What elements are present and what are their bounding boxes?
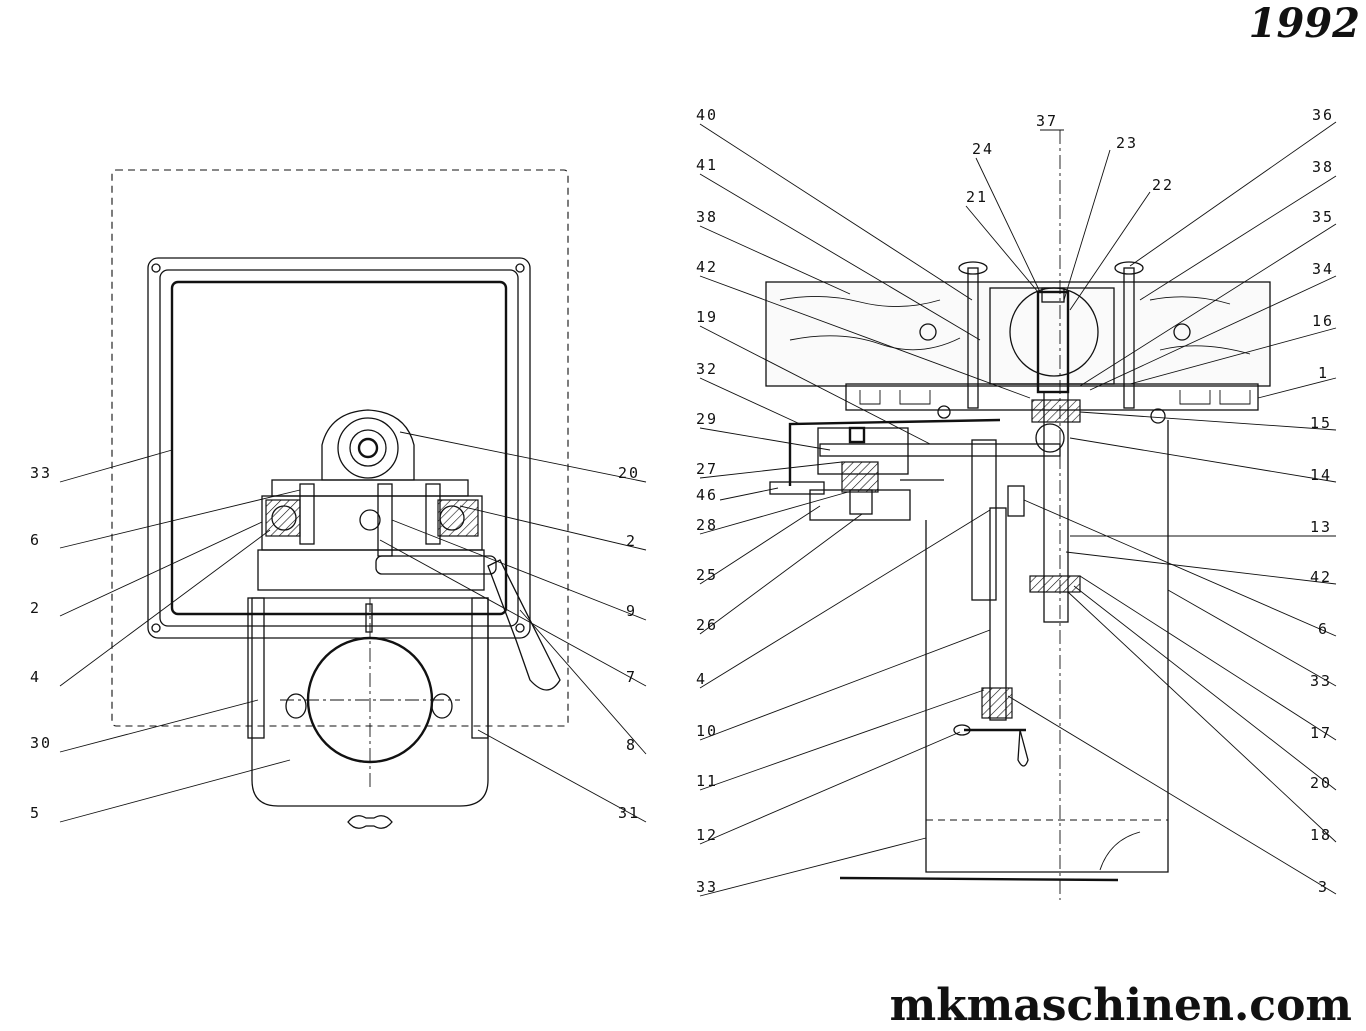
table-bolt <box>1123 267 1135 409</box>
callout-32: 32 <box>696 360 718 378</box>
callout-33rr: 33 <box>1310 672 1332 690</box>
bolt <box>271 505 297 531</box>
callout-41: 41 <box>696 156 718 174</box>
callout-2b: 2 <box>626 532 637 550</box>
handle <box>1017 729 1029 767</box>
callout-2: 2 <box>30 599 41 617</box>
callout-30: 30 <box>30 734 52 752</box>
column <box>971 439 997 601</box>
callout-14: 14 <box>1310 466 1332 484</box>
brand-watermark: mkmaschinen.com <box>889 980 1352 1031</box>
left-view <box>59 169 647 829</box>
screw-hole <box>515 263 525 273</box>
motor-head <box>769 426 944 521</box>
callout-24: 24 <box>972 140 994 158</box>
callout-26: 26 <box>696 616 718 634</box>
left-dashed-outline <box>111 169 569 727</box>
callout-6: 6 <box>30 531 41 549</box>
callout-23: 23 <box>1116 134 1138 152</box>
bolt-shank <box>299 483 315 545</box>
table-bolt <box>967 267 979 409</box>
callout-33: 33 <box>30 464 52 482</box>
callout-42: 42 <box>696 258 718 276</box>
left-housing <box>251 597 489 807</box>
bottom-wing-nut <box>347 815 393 829</box>
right-view <box>699 121 1337 900</box>
callout-11: 11 <box>696 772 718 790</box>
cabinet <box>925 420 1169 873</box>
callout-20: 20 <box>618 464 640 482</box>
callout-16: 16 <box>1312 312 1334 330</box>
bolt <box>359 509 381 531</box>
callout-13: 13 <box>1310 518 1332 536</box>
pulley-assembly <box>321 409 415 481</box>
callout-38: 38 <box>696 208 718 226</box>
callout-46: 46 <box>696 486 718 504</box>
callout-25: 25 <box>696 566 718 584</box>
adjust-rod <box>989 507 1007 721</box>
left-frame-outer <box>147 257 531 639</box>
left-frame-mid <box>159 269 519 627</box>
callout-31: 31 <box>618 804 640 822</box>
hatched-block <box>437 499 479 537</box>
callout-37: 37 <box>1036 112 1058 130</box>
callout-15: 15 <box>1310 414 1332 432</box>
callout-29: 29 <box>696 410 718 428</box>
callout-20r: 20 <box>1310 774 1332 792</box>
wing-nut <box>285 693 307 719</box>
callout-22: 22 <box>1152 176 1174 194</box>
left-frame-inner <box>170 280 508 616</box>
central-spindle <box>1043 391 1069 623</box>
arm-guard <box>788 418 1001 486</box>
callout-33r: 33 <box>696 878 718 896</box>
callout-6r: 6 <box>1318 620 1329 638</box>
callout-35: 35 <box>1312 208 1334 226</box>
callout-28: 28 <box>696 516 718 534</box>
lever-shaft <box>375 555 497 575</box>
callout-18: 18 <box>1310 826 1332 844</box>
bearing-lower <box>1029 575 1081 593</box>
callout-9: 9 <box>626 602 637 620</box>
callout-4: 4 <box>30 668 41 686</box>
callout-34: 34 <box>1312 260 1334 278</box>
callout-8: 8 <box>626 736 637 754</box>
callout-40: 40 <box>696 106 718 124</box>
callout-38r: 38 <box>1312 158 1334 176</box>
callout-17: 17 <box>1310 724 1332 742</box>
side-rail <box>247 597 265 739</box>
screw-hole <box>515 623 525 633</box>
callout-12: 12 <box>696 826 718 844</box>
left-housing-top <box>257 549 485 591</box>
side-rail <box>471 597 489 739</box>
year-stamp: 1992 <box>1248 0 1360 47</box>
hand-lever <box>487 559 561 691</box>
callout-27: 27 <box>696 460 718 478</box>
callout-4r: 4 <box>696 670 707 688</box>
callout-42r: 42 <box>1310 568 1332 586</box>
callout-36: 36 <box>1312 106 1334 124</box>
callout-5: 5 <box>30 804 41 822</box>
screw-hole <box>151 623 161 633</box>
callout-1: 1 <box>1318 364 1329 382</box>
bolt-shank <box>425 483 441 545</box>
callout-19: 19 <box>696 308 718 326</box>
left-base-plate <box>271 479 469 497</box>
cross-arm <box>819 443 1061 457</box>
bearing-upper <box>1031 399 1081 423</box>
callout-10: 10 <box>696 722 718 740</box>
callout-7: 7 <box>626 668 637 686</box>
callout-3: 3 <box>1318 878 1329 896</box>
callout-21: 21 <box>966 188 988 206</box>
screw-hole <box>151 263 161 273</box>
wing-nut <box>431 693 453 719</box>
